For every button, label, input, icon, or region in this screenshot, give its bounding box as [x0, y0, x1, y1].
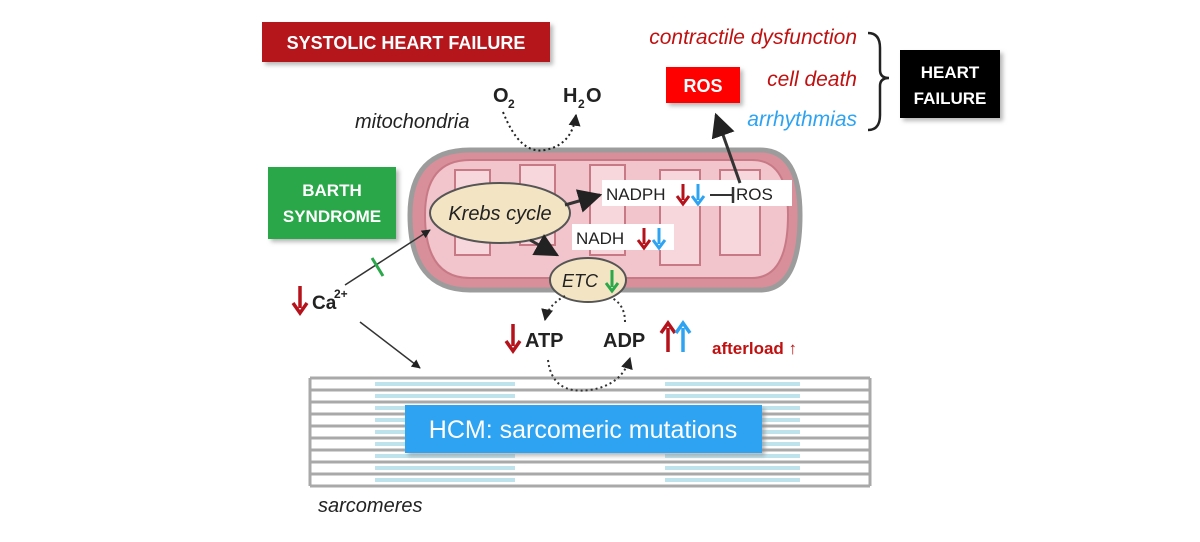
ros-inside-label: ROS: [736, 185, 773, 204]
barth-label-1: BARTH: [302, 181, 362, 200]
heart-failure-box: HEART FAILURE: [900, 50, 1000, 118]
systolic-label: SYSTOLIC HEART FAILURE: [287, 33, 526, 53]
etc-to-atp-arrow: [541, 295, 566, 322]
nadph-blue-down-arrow: [690, 184, 706, 207]
ros-box-label: ROS: [683, 76, 722, 96]
nadph-inhibits-ros: [710, 187, 735, 203]
hcm-label: HCM: sarcomeric mutations: [429, 416, 737, 444]
krebs-to-nadh-arrow: [529, 234, 560, 257]
adp-red-up-arrow: [659, 319, 677, 352]
barth-label-2: SYNDROME: [283, 207, 381, 226]
svg-text:O: O: [586, 85, 602, 107]
barth-inhibition-bar: [370, 257, 385, 277]
adp-blue-up-arrow: [674, 319, 692, 352]
svg-text:2+: 2+: [334, 287, 348, 301]
nadph-label: NADPH: [606, 185, 666, 204]
nadh-blue-down-arrow: [651, 228, 667, 251]
etc-green-down-arrow: [604, 270, 620, 294]
barth-box: BARTH SYNDROME: [268, 167, 396, 239]
etc-complex: ETC: [549, 257, 627, 303]
ca-red-down-arrow: [291, 286, 309, 317]
mitochondria-label: mitochondria: [355, 111, 470, 133]
hcm-box: HCM: sarcomeric mutations: [405, 405, 762, 453]
brace-icon: [867, 31, 890, 132]
nadh-label: NADH: [576, 229, 624, 248]
h2o-label: H 2 O: [563, 85, 602, 111]
etc-label: ETC: [562, 271, 599, 291]
afterload-label: afterload ↑: [712, 339, 797, 358]
atp-red-down-arrow: [504, 324, 522, 355]
adp-label: ADP: [603, 330, 645, 352]
arrhythmias-label: arrhythmias: [747, 108, 857, 131]
ca-to-sarcomeres-arrow: [359, 321, 421, 369]
heart-failure-label-1: HEART: [921, 63, 980, 82]
contractile-dysfunction-label: contractile dysfunction: [649, 26, 857, 49]
ros-to-ros-box-arrow: [711, 112, 742, 184]
o2-label: O 2: [493, 85, 515, 111]
svg-text:2: 2: [508, 97, 515, 111]
krebs-cycle: Krebs cycle: [429, 182, 571, 244]
ca-to-krebs-arrow: [344, 229, 431, 286]
cell-death-label: cell death: [767, 68, 857, 91]
atp-to-adp-arrow: [547, 356, 633, 392]
sarcomeres-label: sarcomeres: [318, 495, 422, 517]
ros-box: ROS: [666, 67, 740, 103]
atp-label: ATP: [525, 330, 564, 352]
adp-to-etc-line: [611, 297, 626, 323]
ca-label: Ca 2+: [312, 287, 348, 314]
nadph-red-down-arrow: [675, 184, 691, 207]
svg-text:H: H: [563, 85, 577, 107]
svg-text:2: 2: [578, 97, 585, 111]
heart-failure-label-2: FAILURE: [914, 89, 987, 108]
svg-text:O: O: [493, 85, 509, 107]
systolic-box: SYSTOLIC HEART FAILURE: [262, 22, 550, 62]
svg-text:Ca: Ca: [312, 293, 337, 314]
krebs-label: Krebs cycle: [448, 203, 551, 225]
o2-to-h2o-arrow: [502, 111, 581, 152]
krebs-to-nadph-arrow: [564, 189, 603, 213]
nadh-red-down-arrow: [636, 228, 652, 251]
